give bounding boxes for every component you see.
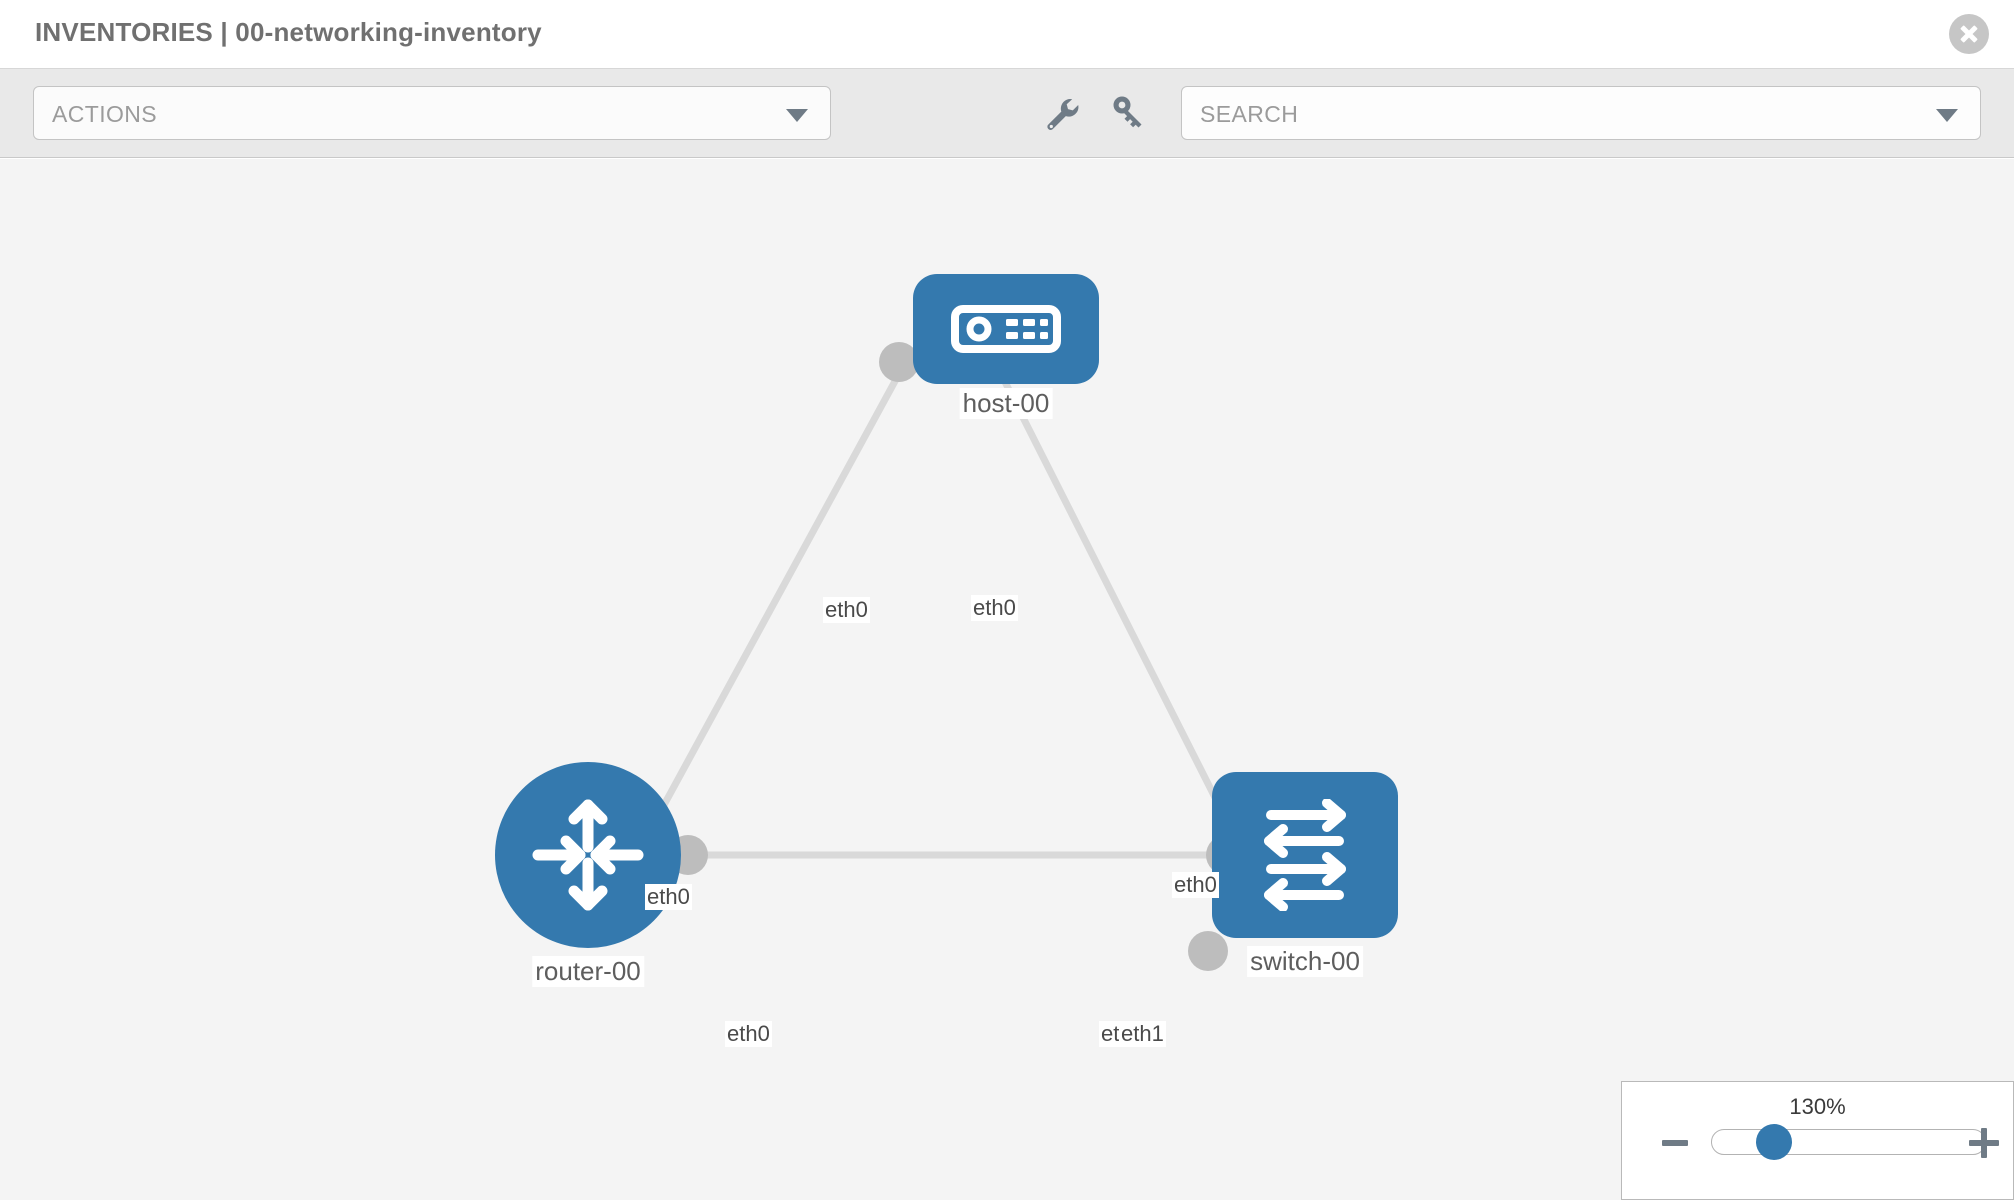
zoom-slider-handle[interactable] <box>1756 1124 1792 1160</box>
search-chevron-down-icon[interactable] <box>1936 109 1958 122</box>
page-title: INVENTORIES | 00-networking-inventory <box>35 17 542 47</box>
search-placeholder: SEARCH <box>1200 101 1299 127</box>
link-label-router-eth0-up: eth0 <box>645 884 692 910</box>
link-host-router <box>636 368 904 853</box>
endpoint-switch-eth1[interactable] <box>1188 931 1228 971</box>
node-router-00-shape[interactable] <box>495 762 681 948</box>
node-switch-00-shape[interactable] <box>1212 772 1398 938</box>
actions-dropdown-label: ACTIONS <box>52 101 158 127</box>
node-switch-00-label: switch-00 <box>1247 946 1363 977</box>
page-header: INVENTORIES | 00-networking-inventory <box>0 0 2014 69</box>
link-label-host-eth0-right: eth0 <box>971 595 1018 621</box>
node-router-00-label: router-00 <box>532 956 644 987</box>
link-label-switch-eth1-mid: eth1 <box>1119 1021 1166 1047</box>
server-icon <box>951 305 1061 353</box>
actions-dropdown[interactable]: ACTIONS <box>33 86 831 140</box>
zoom-slider-track[interactable] <box>1711 1129 1986 1155</box>
zoom-control-panel: 130% <box>1621 1081 2014 1200</box>
zoom-out-button[interactable] <box>1660 1128 1690 1158</box>
node-host-00-shape[interactable] <box>913 274 1099 384</box>
switch-arrows-icon <box>1264 799 1346 911</box>
router-arrows-icon <box>532 799 644 911</box>
zoom-level-value: 130% <box>1789 1094 1846 1119</box>
wrench-icon[interactable] <box>1039 91 1083 135</box>
node-host-00-label: host-00 <box>959 388 1053 419</box>
endpoint-host-eth0-left[interactable] <box>879 342 919 382</box>
topology-canvas[interactable]: host-00 r <box>0 159 2014 1200</box>
key-icon[interactable] <box>1107 91 1151 135</box>
search-input[interactable]: SEARCH <box>1181 86 1981 140</box>
link-host-switch <box>996 368 1241 845</box>
link-label-host-eth0-left: eth0 <box>823 597 870 623</box>
close-icon[interactable] <box>1949 14 1989 54</box>
link-label-switch-eth0-up: eth0 <box>1172 872 1219 898</box>
zoom-in-button[interactable] <box>1969 1128 1999 1158</box>
link-label-router-eth0-mid: eth0 <box>725 1021 772 1047</box>
topology-links <box>636 368 1241 859</box>
toolbar: ACTIONS SEARCH <box>0 69 2014 158</box>
chevron-down-icon <box>786 109 808 122</box>
